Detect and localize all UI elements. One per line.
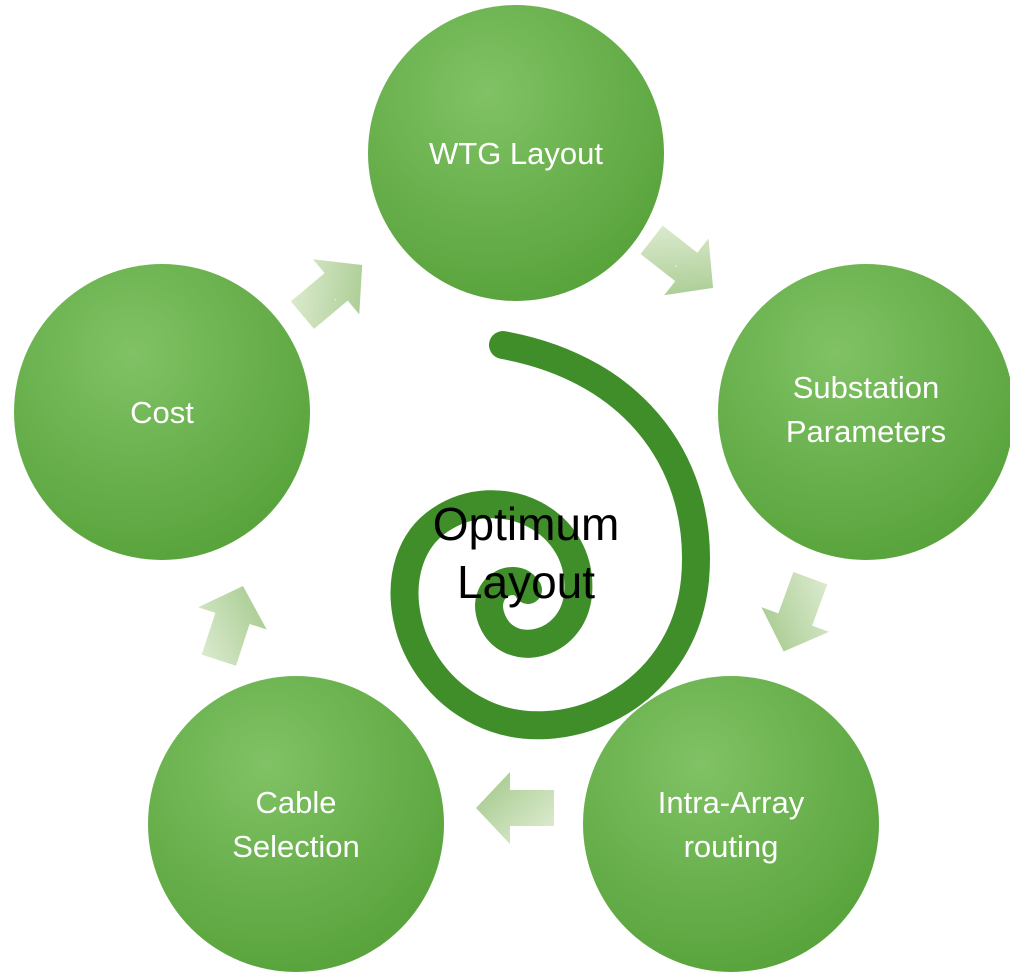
node-label-line1: Substation bbox=[793, 370, 940, 405]
node-label-line1: Intra-Array bbox=[658, 785, 805, 820]
arrow-wtg-to-substation: . bbox=[640, 225, 714, 296]
arrow-cable-to-cost bbox=[198, 586, 267, 666]
node-label: Cost bbox=[130, 395, 194, 430]
node-wtg-layout: WTG Layout bbox=[368, 5, 664, 301]
node-substation-parameters: Substation Parameters bbox=[718, 264, 1010, 560]
spiral-graphic bbox=[390, 331, 710, 740]
node-intra-array-routing: Intra-Array routing bbox=[583, 676, 879, 972]
node-cost: Cost bbox=[14, 264, 310, 560]
arrow-mark: . bbox=[673, 259, 682, 269]
node-label-line2: Selection bbox=[232, 829, 360, 864]
center-label-line2: Layout bbox=[457, 556, 595, 608]
arrow-cost-to-wtg: . bbox=[290, 259, 363, 329]
center-label-line1: Optimum bbox=[433, 498, 620, 550]
node-cable-selection: Cable Selection bbox=[148, 676, 444, 972]
node-label-line2: routing bbox=[684, 829, 779, 864]
node-label: WTG Layout bbox=[429, 136, 603, 171]
arrow-intra-to-cable bbox=[476, 772, 554, 844]
node-label-line2: Parameters bbox=[786, 414, 946, 449]
arrow-substation-to-intra bbox=[761, 572, 830, 652]
center-label: Optimum Layout bbox=[433, 498, 620, 608]
arrow-mark: . bbox=[330, 293, 339, 303]
node-label-line1: Cable bbox=[256, 785, 337, 820]
spiral-path bbox=[390, 331, 710, 740]
